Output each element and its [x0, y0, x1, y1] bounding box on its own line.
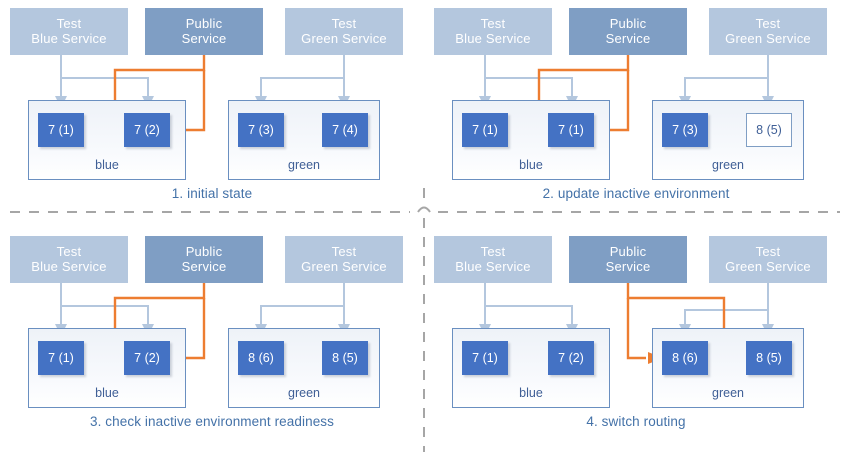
environment-label-blue: blue — [519, 386, 543, 400]
pod-blue-1[interactable]: 7 (1) — [38, 341, 84, 375]
environment-label-blue: blue — [95, 158, 119, 172]
environment-label-green: green — [712, 386, 744, 400]
environment-label-green: green — [288, 386, 320, 400]
public-service-box[interactable]: Public Service — [145, 8, 263, 55]
test-green-service-box[interactable]: Test Green Service — [709, 236, 827, 283]
service-label: Public Service — [181, 15, 227, 46]
panel-caption: 2. update inactive environment — [542, 186, 730, 201]
public-service-box[interactable]: Public Service — [145, 236, 263, 283]
pod-blue-2[interactable]: 7 (2) — [548, 341, 594, 375]
service-label: Public Service — [605, 243, 651, 274]
pod-green-2[interactable]: 8 (5) — [746, 113, 792, 147]
panel-check-inactive-readiness: Test Blue Service Public Service Test Gr… — [0, 228, 424, 456]
pod-green-1[interactable]: 8 (6) — [238, 341, 284, 375]
panel-caption: 1. initial state — [171, 186, 253, 201]
environment-label-blue: blue — [519, 158, 543, 172]
test-green-service-box[interactable]: Test Green Service — [709, 8, 827, 55]
test-green-service-box[interactable]: Test Green Service — [285, 236, 403, 283]
test-blue-service-box[interactable]: Test Blue Service — [10, 8, 128, 55]
environment-label-green: green — [288, 158, 320, 172]
service-label: Test Green Service — [725, 243, 811, 274]
pod-blue-1[interactable]: 7 (1) — [38, 113, 84, 147]
environment-label-blue: blue — [95, 386, 119, 400]
environment-label-green: green — [712, 158, 744, 172]
pod-green-1[interactable]: 7 (3) — [238, 113, 284, 147]
service-label: Test Green Service — [301, 243, 387, 274]
test-blue-service-box[interactable]: Test Blue Service — [434, 8, 552, 55]
service-label: Test Blue Service — [455, 243, 531, 274]
pod-green-2[interactable]: 8 (5) — [746, 341, 792, 375]
public-service-box[interactable]: Public Service — [569, 236, 687, 283]
service-label: Test Blue Service — [455, 15, 531, 46]
service-label: Test Green Service — [301, 15, 387, 46]
panel-caption: 4. switch routing — [586, 414, 686, 429]
pod-blue-1[interactable]: 7 (1) — [462, 113, 508, 147]
service-label: Public Service — [181, 243, 227, 274]
pod-green-2[interactable]: 8 (5) — [322, 341, 368, 375]
panel-initial-state: Test Blue Service Public Service Test Gr… — [0, 0, 424, 228]
pod-blue-2[interactable]: 7 (1) — [548, 113, 594, 147]
panel-2-connectors — [479, 55, 774, 136]
pod-green-2[interactable]: 7 (4) — [322, 113, 368, 147]
service-label: Test Green Service — [725, 15, 811, 46]
service-label: Test Blue Service — [31, 15, 107, 46]
service-label: Test Blue Service — [31, 243, 107, 274]
pod-green-1[interactable]: 7 (3) — [662, 113, 708, 147]
panel-switch-routing: Test Blue Service Public Service Test Gr… — [424, 228, 848, 456]
panel-caption: 3. check inactive environment readiness — [89, 414, 335, 429]
test-blue-service-box[interactable]: Test Blue Service — [10, 236, 128, 283]
pod-blue-2[interactable]: 7 (2) — [124, 113, 170, 147]
public-service-box[interactable]: Public Service — [569, 8, 687, 55]
service-label: Public Service — [605, 15, 651, 46]
panel-update-inactive-environment: Test Blue Service Public Service Test Gr… — [424, 0, 848, 228]
pod-blue-1[interactable]: 7 (1) — [462, 341, 508, 375]
test-green-service-box[interactable]: Test Green Service — [285, 8, 403, 55]
pod-blue-2[interactable]: 7 (2) — [124, 341, 170, 375]
test-blue-service-box[interactable]: Test Blue Service — [434, 236, 552, 283]
pod-green-1[interactable]: 8 (6) — [662, 341, 708, 375]
